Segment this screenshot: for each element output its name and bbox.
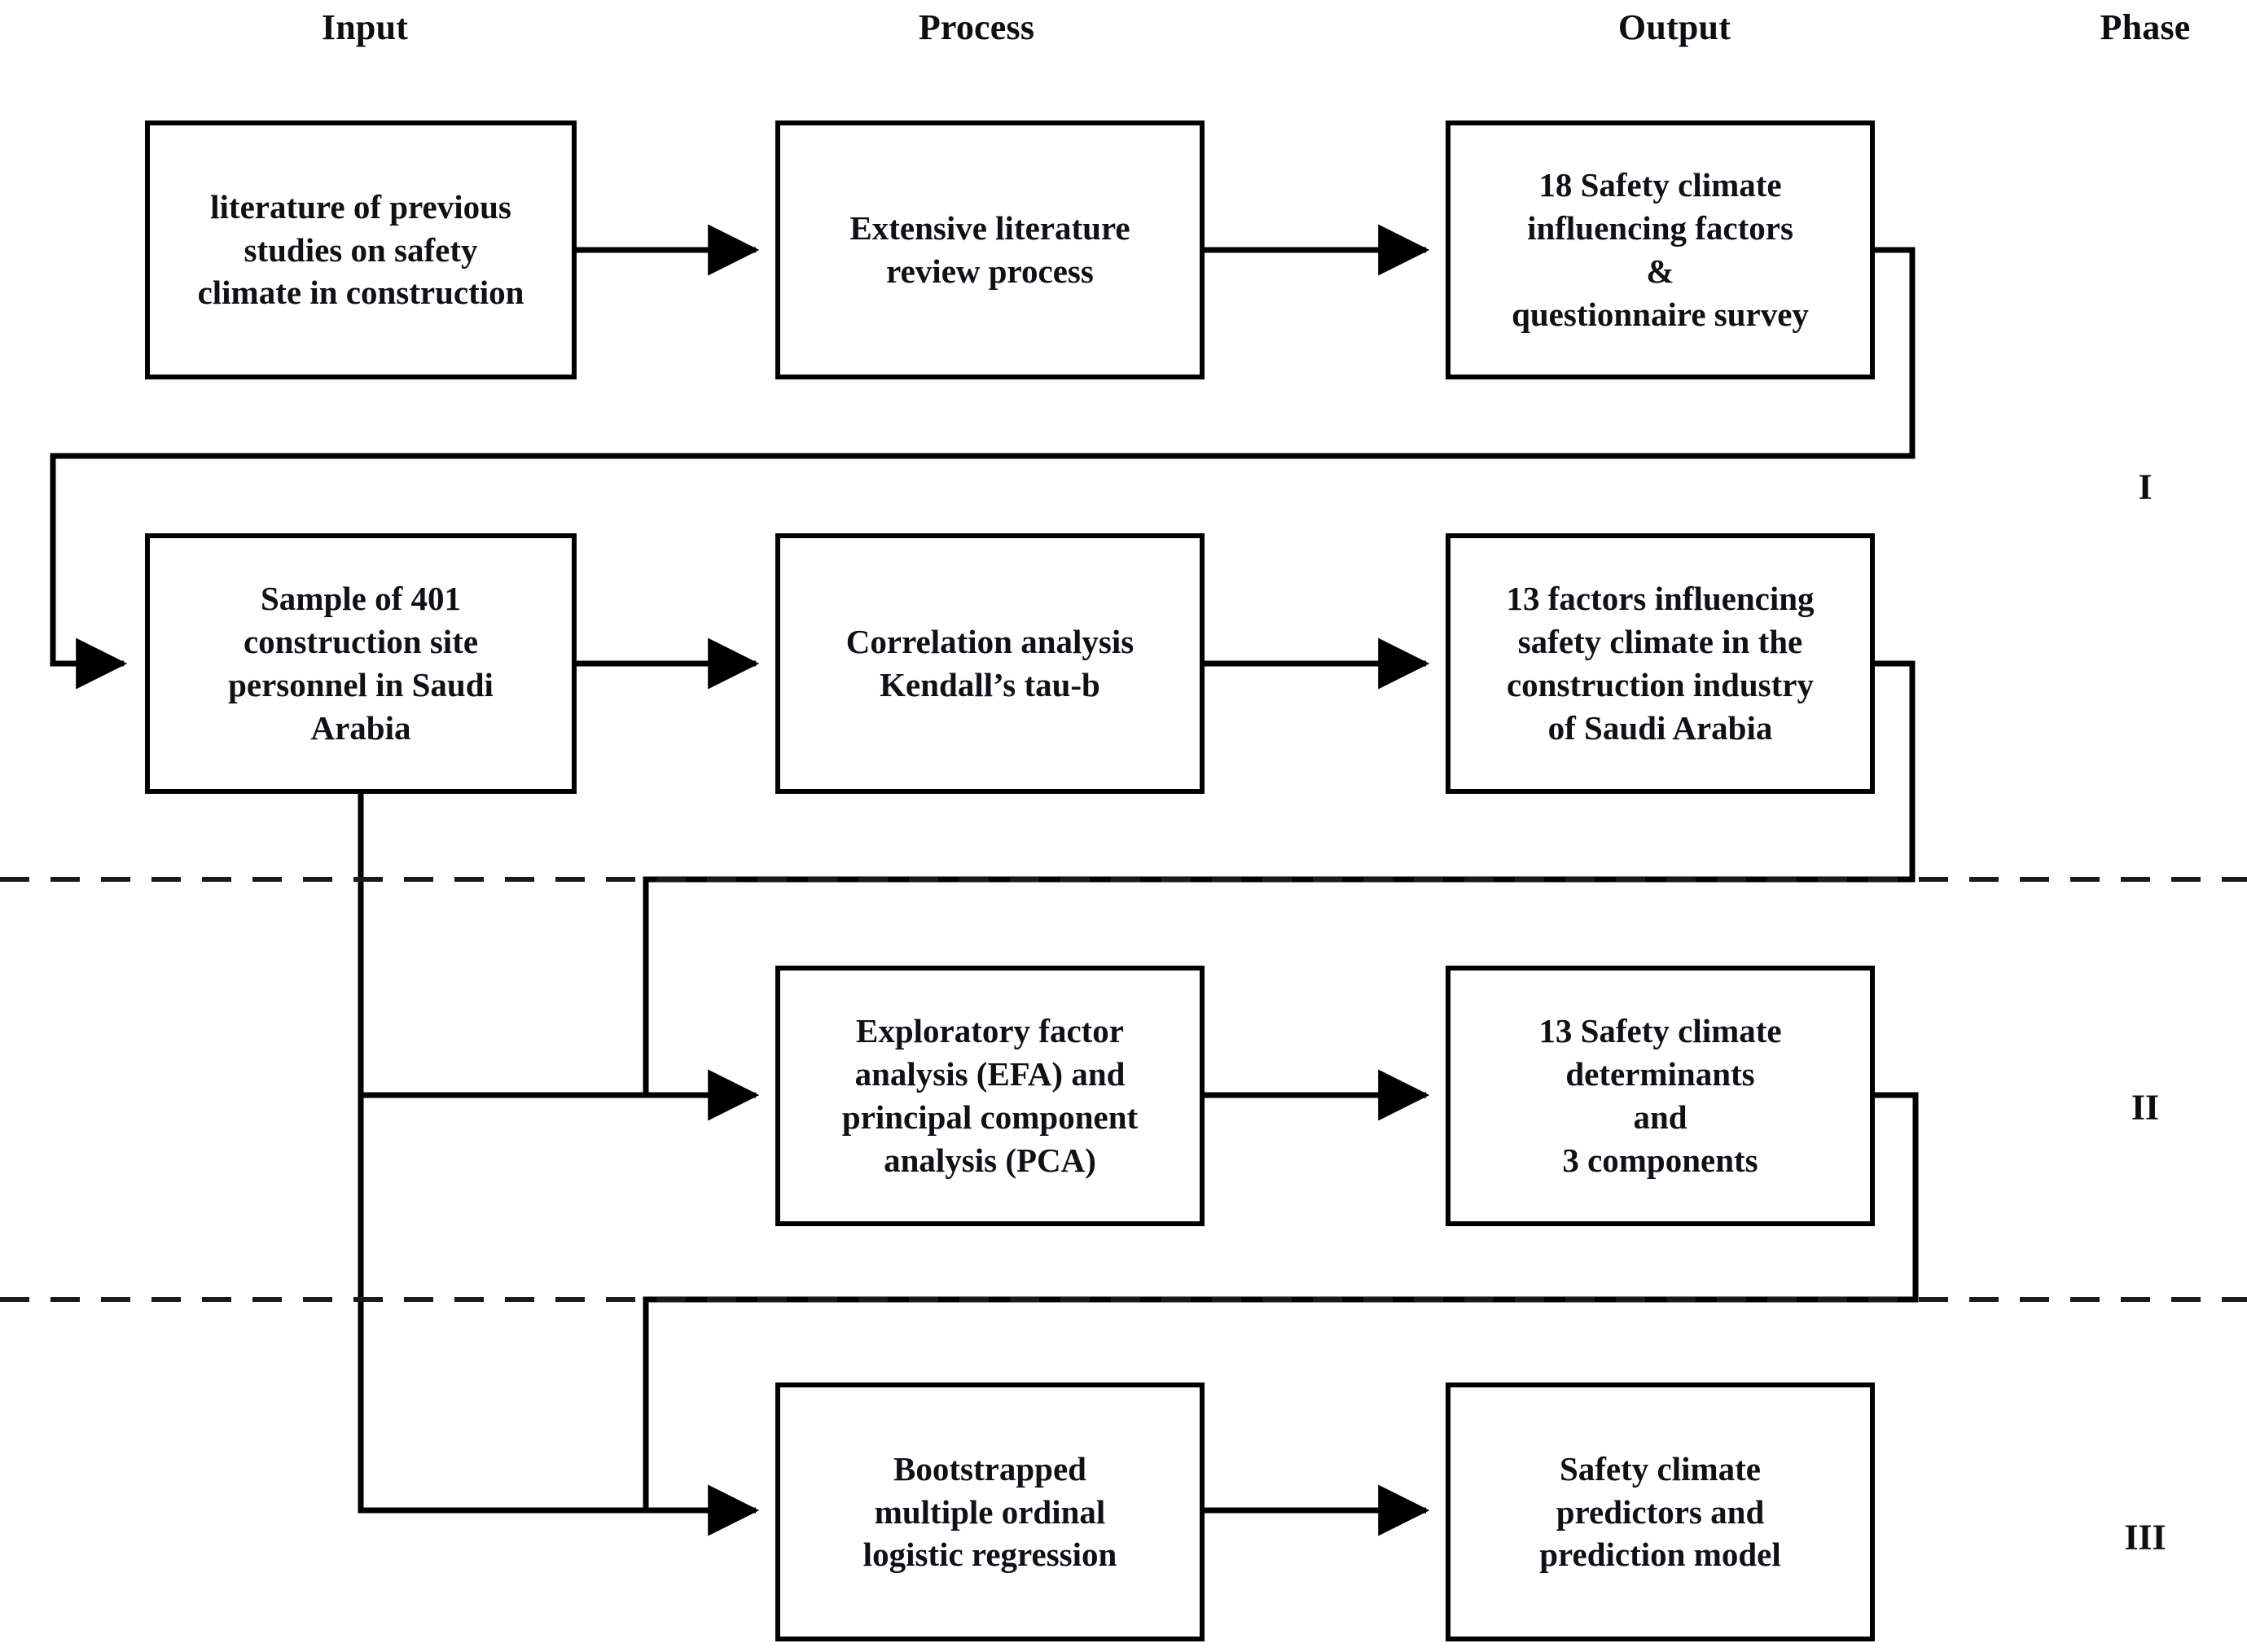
node-ordinal-regression-process-text: Bootstrapped multiple ordinal logistic r… bbox=[862, 1449, 1117, 1574]
node-predictors-model-output[interactable]: Safety climate predictors and prediction… bbox=[1446, 1383, 1875, 1641]
node-predictors-model-output-text: Safety climate predictors and prediction… bbox=[1539, 1449, 1781, 1574]
node-sample-401-input-text: Sample of 401 construction site personne… bbox=[228, 580, 494, 747]
connector-determinants-to-regression bbox=[643, 1092, 1919, 1510]
phase-label-2: II bbox=[2131, 1087, 2160, 1128]
phase-label-1: I bbox=[2138, 467, 2153, 507]
node-ordinal-regression-process[interactable]: Bootstrapped multiple ordinal logistic r… bbox=[775, 1383, 1205, 1641]
node-literature-input[interactable]: literature of previous studies on safety… bbox=[145, 121, 577, 379]
node-correlation-analysis-process-text: Correlation analysis Kendall’s tau-b bbox=[845, 623, 1134, 703]
column-header-process: Process bbox=[918, 7, 1035, 47]
connector-thirteen-factors-to-efa bbox=[643, 660, 1916, 1095]
node-eighteen-factors-output[interactable]: 18 Safety climate influencing factors & … bbox=[1446, 121, 1875, 379]
node-literature-input-text: literature of previous studies on safety… bbox=[197, 187, 524, 312]
node-efa-pca-process[interactable]: Exploratory factor analysis (EFA) and pr… bbox=[775, 966, 1205, 1226]
node-sample-401-input[interactable]: Sample of 401 construction site personne… bbox=[145, 533, 577, 794]
connector-sample-to-regression bbox=[358, 1095, 760, 1536]
node-literature-review-process[interactable]: Extensive literature review process bbox=[775, 121, 1205, 379]
node-eighteen-factors-output-text: 18 Safety climate influencing factors & … bbox=[1512, 166, 1809, 333]
node-thirteen-factors-output[interactable]: 13 factors influencing safety climate in… bbox=[1446, 533, 1875, 794]
node-efa-pca-process-text: Exploratory factor analysis (EFA) and pr… bbox=[841, 1012, 1139, 1179]
column-header-phase: Phase bbox=[2100, 7, 2191, 47]
column-header-input: Input bbox=[321, 7, 409, 47]
node-literature-review-process-text: Extensive literature review process bbox=[849, 209, 1130, 290]
connector-sample-to-efa bbox=[358, 794, 760, 1121]
node-thirteen-factors-output-text: 13 factors influencing safety climate in… bbox=[1506, 580, 1815, 747]
node-correlation-analysis-process[interactable]: Correlation analysis Kendall’s tau-b bbox=[775, 533, 1205, 794]
phase-label-3: III bbox=[2124, 1517, 2166, 1558]
connector-eighteen-factors-to-sample bbox=[50, 247, 1916, 690]
node-thirteen-determinants-output[interactable]: 13 Safety climate determinants and 3 com… bbox=[1446, 966, 1875, 1226]
node-thirteen-determinants-output-text: 13 Safety climate determinants and 3 com… bbox=[1538, 1012, 1782, 1179]
column-header-output: Output bbox=[1617, 7, 1731, 47]
